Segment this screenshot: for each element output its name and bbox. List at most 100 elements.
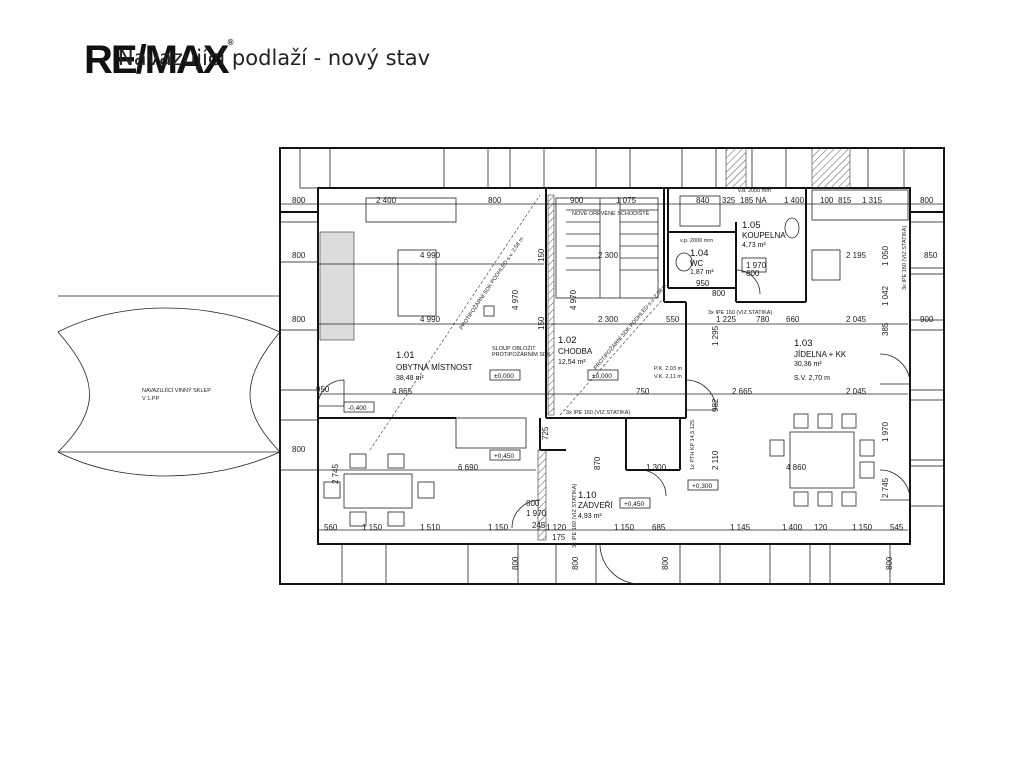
page-title: Navazující podlaží - nový stav: [118, 46, 431, 70]
level-mark: ±0,000: [494, 373, 514, 380]
dim-label: 1 150: [488, 523, 509, 532]
dim-label: 4 990: [420, 315, 441, 324]
dim-label: 800: [292, 196, 306, 205]
dim-label: 800: [511, 556, 520, 570]
dim-label: 150: [537, 316, 546, 330]
room-area: 12,54 m²: [558, 359, 586, 366]
dim-label: 800: [526, 499, 540, 508]
dim-label: 750: [636, 387, 650, 396]
dim-label: 850: [924, 251, 938, 260]
beam-note-2: 3x IPE 160 (VIZ STATIKA): [708, 310, 772, 316]
dim-label: 1 150: [362, 523, 383, 532]
dim-label: 4 970: [569, 289, 578, 310]
dim-label: 800: [712, 289, 726, 298]
dim-label: 800: [571, 556, 580, 570]
fire-ceiling-label-2: PROTIPOŽÁRNÍ SDK PODHLED s.v. 2,58 m: [591, 281, 668, 371]
room-area: 38,48 m²: [396, 375, 424, 382]
dim-label: 1 120: [546, 523, 567, 532]
room-area: 4,93 m²: [578, 513, 602, 520]
level-mark: +0,450: [494, 453, 514, 460]
dim-label: 1 510: [420, 523, 441, 532]
pk-note: P.K. 2,03 m: [654, 366, 682, 372]
dim-label: 780: [756, 315, 770, 324]
room-number: 1.01: [396, 350, 415, 361]
dim-label: 325: [722, 196, 736, 205]
staircase: NOVÉ DŘEVĚNÉ SCHODIŠTĚ: [555, 197, 659, 299]
room-height: S.V. 2,70 m: [794, 375, 830, 382]
room-label-1-04: 1.04 WC 1,87 m²: [690, 248, 714, 276]
top-windows: [299, 147, 905, 189]
cellar-level-label: V 1.PP: [142, 396, 159, 402]
dim-label: 1 050: [881, 245, 890, 266]
dim-label: 2 045: [846, 315, 867, 324]
room-name: WC: [690, 259, 704, 268]
logo-registered-mark: ®: [227, 38, 234, 47]
side-windows: [279, 221, 945, 507]
cellar-label: NAVAZUJÍCÍ VINNÝ SKLEP: [142, 387, 211, 394]
dim-label: 2 300: [598, 251, 619, 260]
dim-label: 900: [920, 315, 934, 324]
construction-notes: SLOUP OBLOŽIT PROTIPOŽÁRNÍM SDK 3x IPE 1…: [492, 188, 908, 548]
dim-label: 6 690: [458, 463, 479, 472]
room-label-1-03: 1.03 JÍDELNA + KK 30,36 m² S.V. 2,70 m: [794, 338, 847, 382]
dim-label: 1 300: [646, 463, 667, 472]
room-name: KOUPELNA: [742, 231, 786, 240]
dim-label: 800: [292, 251, 306, 260]
level-mark: -0,400: [348, 405, 367, 412]
bottom-windows: [341, 543, 891, 585]
dim-label: 950: [696, 279, 710, 288]
room-number: 1.04: [690, 248, 709, 259]
dim-label: 245: [532, 521, 546, 530]
dim-label: 1 400: [782, 523, 803, 532]
beam-note-1: 3x IPE 160 (VIZ STATIKA): [566, 410, 630, 416]
dim-label: 2 045: [846, 387, 867, 396]
dim-label: 725: [541, 426, 550, 440]
dim-label: 100: [820, 196, 834, 205]
level-mark: ±0,000: [592, 373, 612, 380]
dim-label: 545: [890, 523, 904, 532]
beam-note-3: 3x IPE 160 (VIZ STATIKA): [572, 484, 578, 548]
dim-label: 2 745: [331, 463, 340, 484]
room-name: CHODBA: [558, 347, 593, 356]
bathroom-fixtures: [675, 195, 800, 273]
vk-note: V.K. 2,11 m: [654, 374, 682, 380]
dim-label: 800: [920, 196, 934, 205]
room-area: 1,87 m²: [690, 269, 714, 276]
dim-label: 950: [316, 385, 330, 394]
dim-label: 800: [885, 556, 894, 570]
dim-label: 150: [537, 248, 546, 262]
dim-label: 1 145: [730, 523, 751, 532]
logo-text: RE/MAX: [84, 38, 230, 82]
dim-label: 1 075: [616, 196, 637, 205]
lintel-note: 1x PTH KP 14,5 125: [690, 420, 696, 470]
door-height-note-2: v.p. 2000 mm: [680, 238, 713, 244]
room-name: ZÁDVEŘÍ: [578, 501, 613, 510]
dim-label: 385: [881, 322, 890, 336]
door-swings: [317, 269, 911, 585]
dim-label: 800: [292, 445, 306, 454]
dim-label: 1 042: [881, 285, 890, 306]
room-label-1-01: 1.01 OBYTNÁ MÍSTNOST 38,48 m²: [396, 350, 473, 382]
dim-label: 685: [652, 523, 666, 532]
dim-label: 800: [488, 196, 502, 205]
floor-levels: ±0,000 ±0,000 -0,400 +0,450 +0,450 +0,30…: [343, 369, 719, 509]
room-label-1-05: 1.05 KOUPELNA 4,73 m²: [742, 220, 786, 249]
dim-label: 2 665: [732, 387, 753, 396]
dim-label: 175: [552, 533, 566, 542]
wine-cellar-area: NAVAZUJÍCÍ VINNÝ SKLEP V 1.PP: [57, 295, 281, 477]
dim-label: 4 865: [392, 387, 413, 396]
dimension-lines: [280, 203, 944, 531]
dim-label: 185 NA: [740, 196, 767, 205]
level-mark: +0,450: [624, 501, 644, 508]
dim-label: 870: [593, 456, 602, 470]
dim-label: 1 970: [526, 509, 547, 518]
remax-logo: RE/MAX®: [84, 38, 233, 83]
dim-label: 2 400: [376, 196, 397, 205]
room-number: 1.03: [794, 338, 813, 349]
dim-label: 4 860: [786, 463, 807, 472]
dim-label: 1 315: [862, 196, 883, 205]
room-area: 30,36 m²: [794, 361, 822, 368]
dim-label: 560: [324, 523, 338, 532]
room-number: 1.05: [742, 220, 761, 231]
room-name: JÍDELNA + KK: [794, 350, 847, 359]
